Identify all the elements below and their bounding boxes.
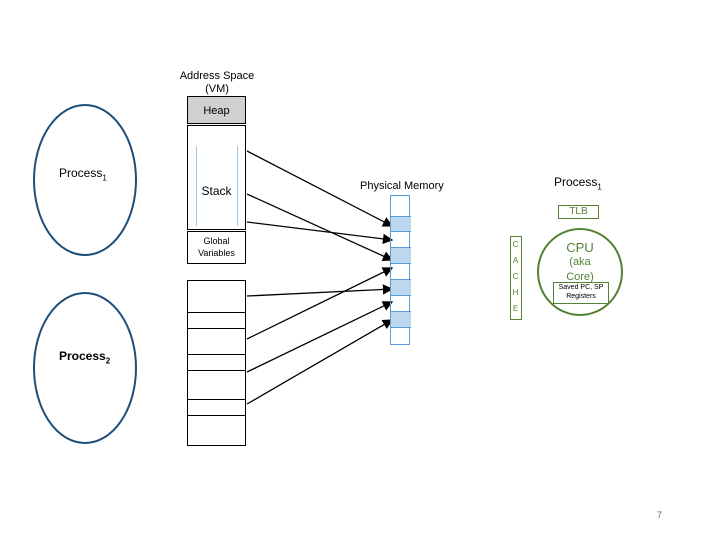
process1-circle	[33, 104, 137, 256]
heap-label: Heap	[203, 105, 230, 117]
pm-frame-6	[391, 296, 411, 312]
pm-frame-4	[391, 264, 411, 280]
pm-frame-2	[391, 232, 411, 248]
process2-subscript: 2	[105, 356, 111, 366]
cache-letter-3: C	[512, 272, 519, 281]
cache-letter-2: A	[512, 256, 519, 265]
globals-label-line1: Global	[203, 236, 230, 246]
tlb-label: TLB	[569, 206, 588, 217]
cpu-process-subscript: 1	[597, 182, 602, 192]
physical-memory-label: Physical Memory	[360, 180, 444, 192]
cache-letter-4: H	[512, 288, 519, 297]
address-space-title: Address Space (VM)	[170, 70, 264, 96]
globals-label: Global Variables	[188, 235, 245, 259]
arrow-stack-bottom	[246, 193, 394, 261]
cpu-label-line3: Core)	[566, 271, 594, 283]
process1-label-text: Process	[59, 166, 103, 180]
address-space-title-line1: Address Space	[179, 70, 255, 82]
process1-label: Process1	[59, 166, 107, 182]
arrow-stack-top	[246, 150, 394, 227]
arrow-p2-2	[246, 267, 394, 340]
cache-letter-1: C	[512, 240, 519, 249]
arrow-p2-3	[246, 301, 394, 373]
pm-frame-7	[391, 312, 411, 328]
process2-label-text: Process	[59, 349, 106, 363]
p2-block-7	[187, 415, 246, 446]
heap-block: Heap	[187, 96, 246, 124]
p2-block-3	[187, 328, 246, 355]
p2-block-4	[187, 354, 246, 371]
globals-label-line2: Variables	[198, 248, 235, 258]
pm-frame-1	[391, 216, 411, 232]
saved-registers-box: Saved PC, SP Registers	[553, 282, 609, 304]
cache-column: C A C H E	[510, 236, 522, 320]
stack-block: Stack	[187, 125, 246, 230]
cache-letter-5: E	[512, 304, 519, 313]
address-space-title-line2: (VM)	[205, 83, 229, 95]
p2-block-1	[187, 280, 246, 313]
cpu-process-label: Process1	[554, 175, 602, 191]
stack-edge-left	[196, 146, 197, 226]
cpu-label: CPU (aka Core)	[550, 240, 610, 285]
tlb-box: TLB	[558, 205, 599, 219]
pm-frame-3	[391, 248, 411, 264]
stack-label: Stack	[201, 184, 232, 198]
stack-edge-right	[237, 146, 238, 226]
arrow-p2-1	[246, 284, 394, 297]
cpu-process-label-text: Process	[554, 175, 598, 189]
process2-circle	[33, 292, 137, 444]
pm-frame-5	[391, 280, 411, 296]
arrow-globals	[246, 221, 394, 245]
globals-block: Global Variables	[187, 231, 246, 264]
process1-subscript: 1	[102, 173, 107, 183]
p2-block-6	[187, 399, 246, 416]
saved-registers-line2: Registers	[566, 293, 596, 300]
p2-block-5	[187, 370, 246, 400]
physical-memory-column	[390, 195, 411, 345]
arrow-p2-4	[246, 319, 394, 405]
page-number: 7	[657, 510, 663, 520]
saved-registers-line1: Saved PC, SP	[558, 284, 604, 291]
cpu-label-line1: CPU	[566, 240, 594, 255]
cpu-label-line2: (aka	[569, 256, 591, 268]
p2-block-2	[187, 312, 246, 329]
cpu-circle	[537, 228, 623, 316]
process2-label: Process2	[59, 349, 110, 365]
